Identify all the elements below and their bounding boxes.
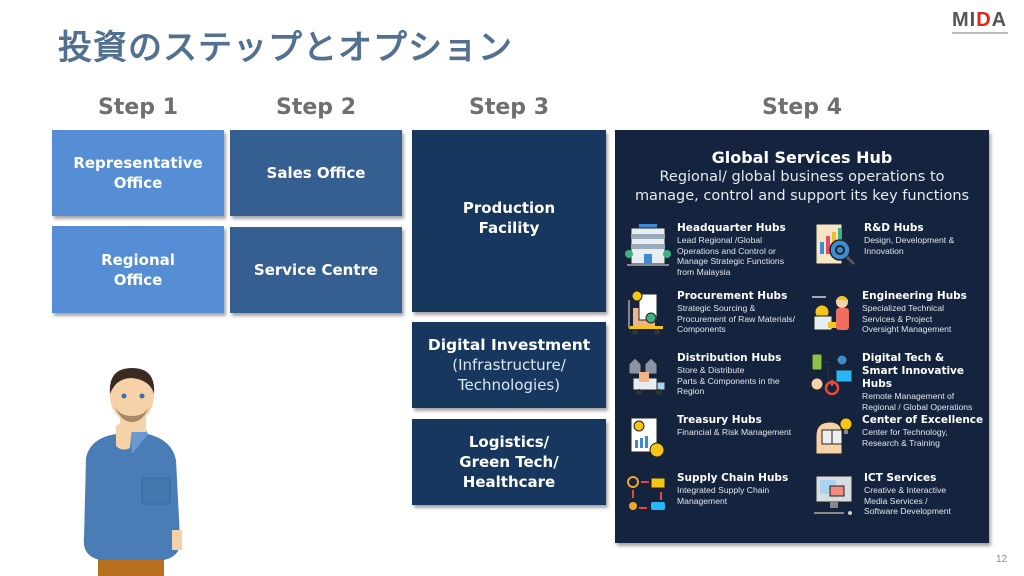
regional-office-box: Regional Office <box>52 226 224 313</box>
hub-item-center-of-excellence: Center of Excellence Center for Technolo… <box>810 414 983 460</box>
box-subtitle: (Infrastructure/ <box>452 356 566 374</box>
hub-item-desc: Media Services / <box>864 495 928 506</box>
thinking-man-illustration <box>83 368 182 576</box>
hub-item-desc: Manage Strategic Functions <box>677 256 785 267</box>
box-line: Green Tech/ <box>459 453 559 471</box>
hub-item-desc: Parts & Components in the <box>677 375 780 386</box>
hub-item-desc: Regional / Global Operations <box>862 401 973 412</box>
hub-item-engineering: Engineering Hubs Specialized Technical S… <box>810 290 967 336</box>
hub-item-supply-chain: Supply Chain Hubs Integrated Supply Chai… <box>625 472 788 518</box>
representative-office-box: Representative Office <box>52 130 224 216</box>
hub-item-title: Center of Excellence <box>862 414 984 426</box>
mida-logo: MIDA <box>952 10 1012 36</box>
logo-accent: D <box>976 9 992 31</box>
hub-item-desc: Operations and Control or <box>677 245 776 256</box>
hub-item-desc: Lead Regional /Global <box>677 235 763 245</box>
box-line: Healthcare <box>462 473 556 491</box>
building-icon <box>625 224 671 266</box>
box-line: Facility <box>478 219 540 237</box>
slide-title: 投資のステップとオプション <box>58 28 513 68</box>
hub-item-desc: Research & Training <box>862 437 940 448</box>
page-number: 12 <box>996 554 1008 565</box>
hub-item-desc: Specialized Technical <box>862 303 945 313</box>
hub-item-desc: Creative & Interactive <box>864 485 947 495</box>
warehouse-truck-icon <box>628 357 666 395</box>
step-3-label: Step 3 <box>469 95 549 120</box>
hub-item-title: Supply Chain Hubs <box>677 472 789 484</box>
sales-office-box: Sales Office <box>230 130 402 216</box>
service-centre-box: Service Centre <box>230 227 402 313</box>
hub-item-title: Digital Tech & <box>862 352 945 364</box>
logo-text-end: A <box>991 9 1008 31</box>
box-line: Office <box>113 270 163 289</box>
hub-item-digital-tech: Digital Tech & Smart Innovative Hubs Rem… <box>810 352 989 412</box>
finance-report-icon <box>630 417 665 458</box>
hub-item-procurement: Procurement Hubs Strategic Sourcing & Pr… <box>625 290 795 336</box>
hub-item-desc: Procurement of Raw Materials/ <box>677 313 795 324</box>
hub-item-desc: Region <box>677 386 705 397</box>
hub-item-headquarter: Headquarter Hubs Lead Regional /Global O… <box>625 222 786 277</box>
hub-item-title: Smart Innovative Hubs <box>862 365 965 390</box>
hub-item-desc: Store & Distribute <box>677 365 745 375</box>
hub-item-desc: from Malaysia <box>677 266 731 277</box>
step-4-label: Step 4 <box>762 95 842 120</box>
box-line: Production <box>462 199 556 217</box>
hub-item-title: Headquarter Hubs <box>677 222 786 234</box>
procurement-cart-icon <box>628 290 663 335</box>
hub-item-desc: Services & Project <box>862 313 933 324</box>
hub-item-title: Distribution Hubs <box>677 352 782 364</box>
hub-item-desc: Innovation <box>864 245 904 256</box>
hub-item-title: R&D Hubs <box>864 222 924 234</box>
hub-item-desc: Management <box>677 495 728 506</box>
hub-description: Regional/ global business operations to … <box>615 168 989 206</box>
hub-item-rnd: R&D Hubs Design, Development & Innovatio… <box>812 222 954 268</box>
hub-item-desc: Remote Management of <box>862 391 955 401</box>
hub-item-desc: Center for Technology, <box>862 427 948 437</box>
digital-investment-box: Digital Investment (Infrastructure/ Tech… <box>412 322 606 408</box>
computer-monitor-icon <box>814 475 853 515</box>
hub-item-treasury: Treasury Hubs Financial & Risk Managemen… <box>625 414 791 460</box>
hub-item-desc: Oversight Management <box>862 324 952 335</box>
hub-item-distribution: Distribution Hubs Store & Distribute Par… <box>625 352 781 398</box>
hub-item-desc: Components <box>677 324 726 335</box>
logo-text: MI <box>952 9 977 31</box>
hub-item-desc: Financial & Risk Management <box>677 427 792 437</box>
step-2-label: Step 2 <box>276 95 356 120</box>
logo-tagline <box>952 32 1008 34</box>
box-line: Logistics/ <box>468 433 550 451</box>
engineer-icon <box>812 296 849 331</box>
production-facility-box: Production Facility <box>412 130 606 312</box>
step-1-label: Step 1 <box>98 95 178 120</box>
smart-devices-icon <box>810 353 853 396</box>
hub-title: Global Services Hub <box>711 148 893 167</box>
box-line: Office <box>113 174 163 192</box>
box-line: Representative <box>73 154 203 172</box>
hub-item-desc: Design, Development & <box>864 235 955 245</box>
hub-item-title: Engineering Hubs <box>862 290 967 302</box>
hub-item-ict-services: ICT Services Creative & Interactive Medi… <box>812 472 951 518</box>
logistics-greentech-healthcare-box: Logistics/ Green Tech/ Healthcare <box>412 419 606 505</box>
hub-item-title: Procurement Hubs <box>677 290 788 302</box>
box-subtitle: Technologies) <box>457 376 561 394</box>
box-line: Regional <box>101 250 175 269</box>
box-label: Sales Office <box>266 164 366 182</box>
hub-item-title: ICT Services <box>864 472 937 484</box>
hub-item-desc: Strategic Sourcing & <box>677 303 756 313</box>
box-title: Digital Investment <box>427 336 591 354</box>
global-services-hub-box: Global Services Hub Regional/ global bus… <box>615 130 989 543</box>
box-label: Service Centre <box>253 261 379 279</box>
supply-chain-icon <box>627 476 666 510</box>
head-book-bulb-icon <box>815 417 853 455</box>
hub-description-line: Regional/ global business operations to <box>659 169 945 185</box>
hub-item-desc: Integrated Supply Chain <box>677 485 770 495</box>
hub-description-line: manage, control and support its key func… <box>634 188 970 204</box>
hub-item-title: Treasury Hubs <box>677 414 762 426</box>
research-chart-icon <box>815 223 856 266</box>
hub-item-desc: Software Development <box>864 506 951 517</box>
